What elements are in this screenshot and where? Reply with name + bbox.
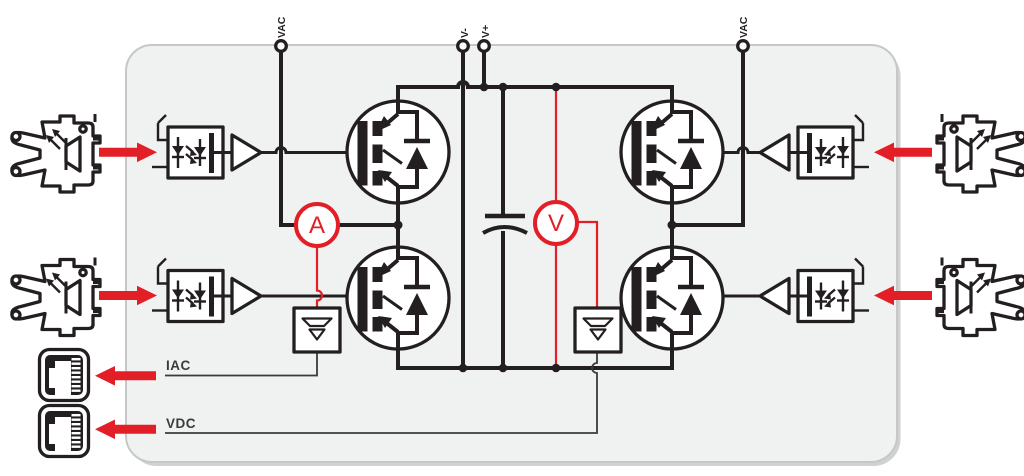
- optocoupler-plug-lower-left-icon: [10, 255, 103, 338]
- ammeter-circle-icon: [294, 202, 340, 248]
- iac-label: IAC: [166, 358, 191, 373]
- voltmeter: V: [533, 200, 579, 246]
- wire-vac-right-stem: [672, 51, 745, 227]
- board-surface: [125, 44, 898, 463]
- igbt-upper-left: [347, 97, 449, 207]
- wire-vdc: [165, 352, 598, 434]
- terminal-vplus-icon: [477, 39, 491, 53]
- optocoupler-plug-upper-left-icon: [10, 112, 103, 194]
- igbt-upper-right: [621, 97, 723, 207]
- signal-output-wiring: [165, 352, 598, 434]
- top-terminals: VAC V- V+ VAC: [274, 16, 750, 53]
- terminal-vminus-label: V-: [459, 28, 471, 38]
- pcb-board: [125, 44, 901, 466]
- igbt-lower-right: [621, 243, 723, 353]
- rj45-jack-iac-icon: [37, 347, 91, 403]
- wire-gate-upper-left: [261, 146, 359, 154]
- vdc-label: VDC: [166, 416, 196, 431]
- wire-vac-left-stem: [279, 51, 296, 227]
- iac-isolation-ground-icon: [292, 306, 342, 354]
- wire-voltmeter-ground: [577, 220, 599, 309]
- rj45-jack-vdc-icon: [37, 403, 91, 459]
- junction-dots: [393, 82, 677, 373]
- optocoupler-plug-upper-right-icon: [934, 112, 1024, 194]
- terminal-vac-left-label: VAC: [276, 16, 288, 38]
- arrow-in-lower-right-icon: [874, 285, 932, 306]
- optocoupler-plug-lower-right-icon: [934, 255, 1024, 338]
- terminal-vac-right-icon: [736, 39, 750, 53]
- capacitor-plate-bottom: [482, 225, 528, 235]
- arrow-out-iac-icon: [95, 366, 156, 386]
- wire-iac: [165, 352, 318, 377]
- wire-ammeter-sense: [315, 246, 324, 309]
- voltmeter-circle-icon: [533, 200, 579, 246]
- wire-bottom-bus: [396, 349, 674, 370]
- arrow-in-upper-left-icon: [99, 142, 157, 163]
- ammeter-label: A: [309, 212, 325, 239]
- terminal-vac-right-label: VAC: [738, 16, 750, 38]
- arrow-out-vdc-icon: [95, 419, 156, 440]
- sense-wiring: [315, 88, 599, 367]
- ammeter: A: [294, 202, 340, 248]
- signal-arrows: [95, 142, 932, 440]
- terminal-vminus-icon: [456, 39, 470, 53]
- power-wiring: [279, 51, 745, 370]
- gate-wiring: [261, 146, 763, 298]
- arrow-in-upper-right-icon: [874, 142, 932, 163]
- vdc-isolation-ground-icon: [573, 306, 623, 354]
- arrow-in-lower-left-icon: [99, 285, 157, 306]
- terminal-vac-left-icon: [274, 39, 288, 53]
- voltmeter-label: V: [548, 210, 564, 237]
- igbt-lower-left: [347, 243, 449, 353]
- wire-gate-upper-right: [723, 146, 763, 154]
- terminal-vplus-label: V+: [480, 25, 492, 38]
